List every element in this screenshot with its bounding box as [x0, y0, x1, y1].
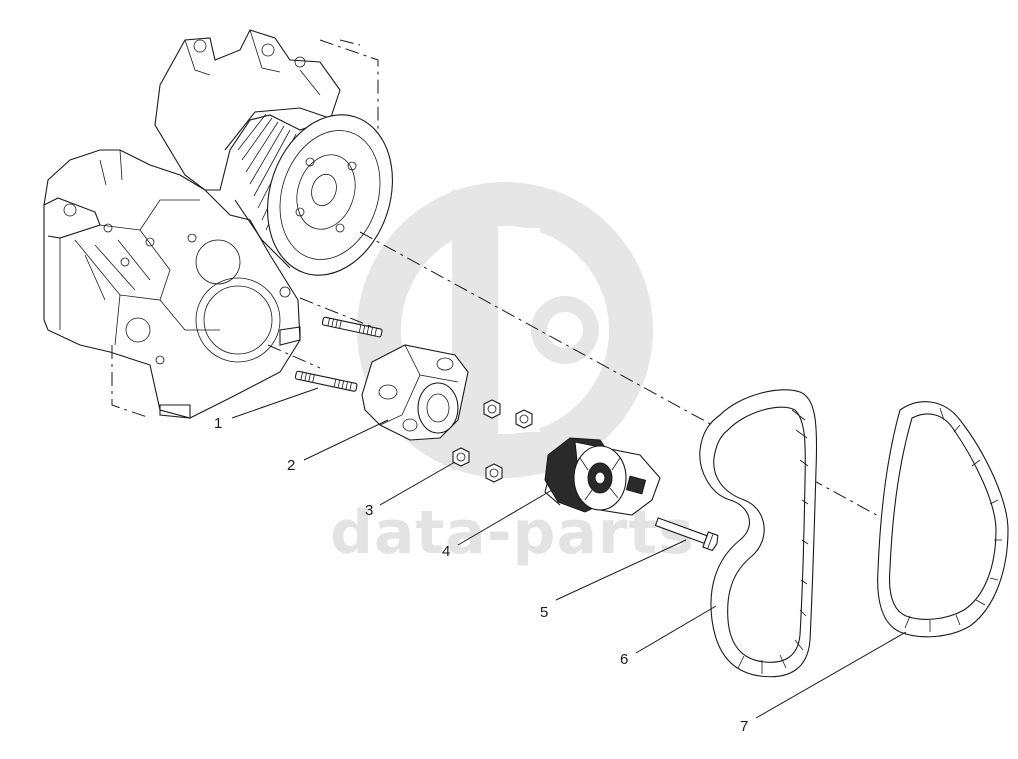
part-5-bolt	[654, 517, 719, 552]
leader-6	[635, 605, 717, 654]
alignment-centerline-3	[267, 344, 321, 369]
leader-5	[555, 539, 687, 601]
part-4-tensioner	[544, 437, 661, 516]
leader-1	[231, 387, 319, 419]
crankshaft-pulley	[224, 107, 393, 276]
part-2-bracket	[361, 344, 469, 441]
leader-4	[457, 489, 553, 546]
leader-lines	[231, 387, 907, 719]
callout-3: 3	[365, 502, 373, 519]
leader-3	[379, 461, 456, 506]
part-6-belt	[699, 389, 818, 678]
callout-6: 6	[620, 651, 628, 668]
part-1-studs	[294, 316, 383, 392]
callout-5: 5	[540, 604, 548, 621]
leader-7	[755, 631, 907, 719]
leader-2	[303, 419, 389, 461]
callout-1: 1	[214, 415, 222, 432]
engine-front-cover	[43, 29, 379, 419]
callout-7: 7	[740, 718, 748, 735]
callout-2: 2	[287, 457, 295, 474]
callout-4: 4	[442, 543, 450, 560]
part-3-nuts	[452, 399, 533, 483]
alignment-centerline	[359, 231, 945, 553]
part-7-belt	[877, 401, 1009, 638]
